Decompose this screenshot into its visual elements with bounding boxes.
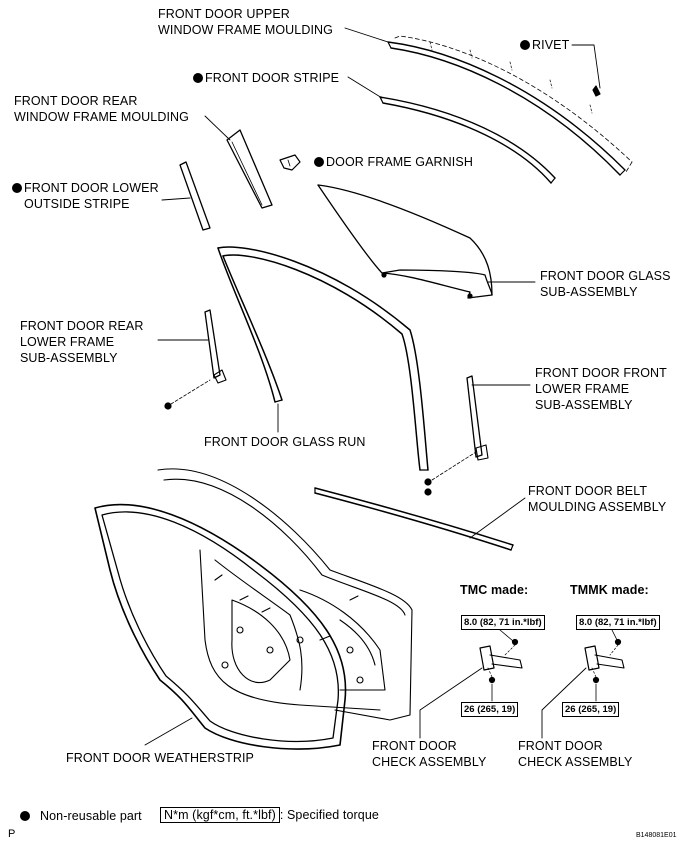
leader-check-tmmk	[541, 667, 587, 739]
leader-rivet	[571, 44, 601, 89]
rear-lower-frame	[164, 309, 227, 410]
label-glass-sub-assembly: FRONT DOOR GLASS SUB-ASSEMBLY	[540, 269, 671, 299]
label-rivet: RIVET	[520, 37, 569, 53]
label-belt-moulding: FRONT DOOR BELT MOULDING ASSEMBLY	[528, 484, 667, 514]
label-rear-lower-frame: FRONT DOOR REAR LOWER FRAME SUB-ASSEMBLY	[20, 319, 144, 365]
torque-tmc-upper: 8.0 (82, 71 in.*lbf)	[461, 615, 545, 630]
non-reusable-dot-icon	[12, 183, 22, 193]
leader-tmmk-upper-torque	[611, 629, 618, 641]
label-upper-moulding: FRONT DOOR UPPER WINDOW FRAME MOULDING	[158, 7, 334, 37]
label-glass-run: FRONT DOOR GLASS RUN	[204, 435, 366, 449]
legend-torque-desc: : Specified torque	[279, 808, 379, 822]
legend-torque-units: N*m (kgf*cm, ft.*lbf)	[160, 807, 280, 823]
check-assembly-tmmk	[584, 638, 625, 684]
legend-dot	[20, 811, 30, 821]
front-door-panel	[157, 468, 413, 721]
front-door-stripe	[379, 96, 556, 184]
leader-stripe	[347, 76, 383, 99]
label-rear-window-moulding: FRONT DOOR REAR WINDOW FRAME MOULDING	[14, 94, 190, 124]
label-tmc-made: TMC made:	[460, 583, 529, 597]
label-check-assembly-tmmk: FRONT DOOR CHECK ASSEMBLY	[518, 739, 633, 769]
torque-tmc-lower: 26 (265, 19)	[461, 702, 519, 717]
page-marker: P	[8, 828, 16, 840]
front-door-belt-moulding	[314, 487, 514, 551]
front-door-glass-run	[217, 246, 429, 471]
label-tmmk-made: TMMK made:	[570, 583, 649, 597]
label-lower-outside-stripe-2: OUTSIDE STRIPE	[24, 197, 130, 211]
rear-window-frame-moulding	[226, 129, 273, 209]
leader-check-tmc	[419, 667, 483, 739]
front-door-weatherstrip	[94, 503, 347, 750]
torque-tmmk-upper: 8.0 (82, 71 in.*lbf)	[576, 615, 660, 630]
leader-belt-moulding	[469, 497, 526, 539]
legend-torque: N*m (kgf*cm, ft.*lbf): Specified torque	[160, 807, 379, 823]
non-reusable-dot-icon	[520, 40, 530, 50]
check-assembly-tmc	[479, 638, 523, 684]
leader-lower-stripe	[161, 197, 191, 201]
leader-tmc-upper-torque	[499, 629, 514, 642]
leader-upper-moulding	[344, 27, 389, 43]
torque-tmmk-lower: 26 (265, 19)	[562, 702, 620, 717]
label-door-frame-garnish: DOOR FRAME GARNISH	[314, 154, 473, 170]
door-frame-garnish-part	[279, 154, 301, 171]
front-door-glass	[317, 184, 493, 299]
rivet-part	[592, 85, 601, 97]
label-weatherstrip: FRONT DOOR WEATHERSTRIP	[66, 751, 254, 765]
label-stripe: FRONT DOOR STRIPE	[193, 70, 339, 86]
leader-rear-moulding	[204, 115, 231, 141]
front-lower-frame	[424, 375, 489, 496]
label-front-lower-frame: FRONT DOOR FRONT LOWER FRAME SUB-ASSEMBL…	[535, 366, 667, 412]
lower-outside-stripe	[179, 161, 211, 231]
legend-non-reusable: Non-reusable part	[40, 809, 142, 823]
label-check-assembly-tmc: FRONT DOOR CHECK ASSEMBLY	[372, 739, 487, 769]
leader-weatherstrip	[144, 717, 193, 746]
upper-window-frame-moulding	[387, 35, 633, 176]
non-reusable-dot-icon	[193, 73, 203, 83]
figure-id: B148081E01	[636, 832, 677, 839]
non-reusable-dot-icon	[314, 157, 324, 167]
label-lower-outside-stripe: FRONT DOOR LOWER	[12, 180, 159, 196]
